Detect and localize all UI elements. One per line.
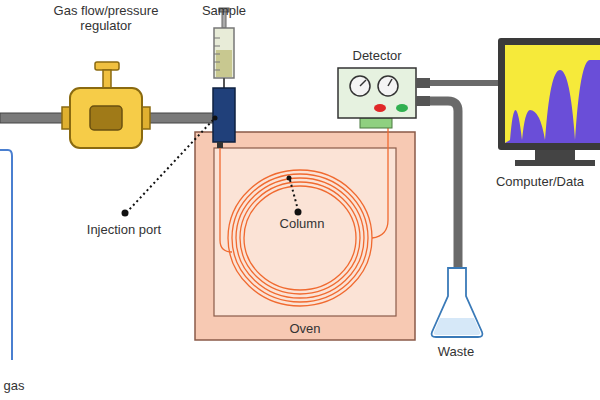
node-label: Detector: [353, 48, 402, 63]
column-label: Column: [278, 216, 327, 231]
computer-label: Computer/Data: [496, 174, 584, 189]
regulator-label: Gas flow/pressure regulator: [51, 3, 161, 33]
node-label: Oven: [290, 321, 321, 336]
oven-box: Oven: [195, 132, 415, 340]
waste-label: Waste: [438, 344, 474, 359]
gas-label: gas: [4, 378, 25, 393]
sample-label: Sample: [202, 3, 246, 18]
detector-box: Detector: [338, 68, 416, 118]
injection-port-label: Injection port: [87, 222, 161, 237]
